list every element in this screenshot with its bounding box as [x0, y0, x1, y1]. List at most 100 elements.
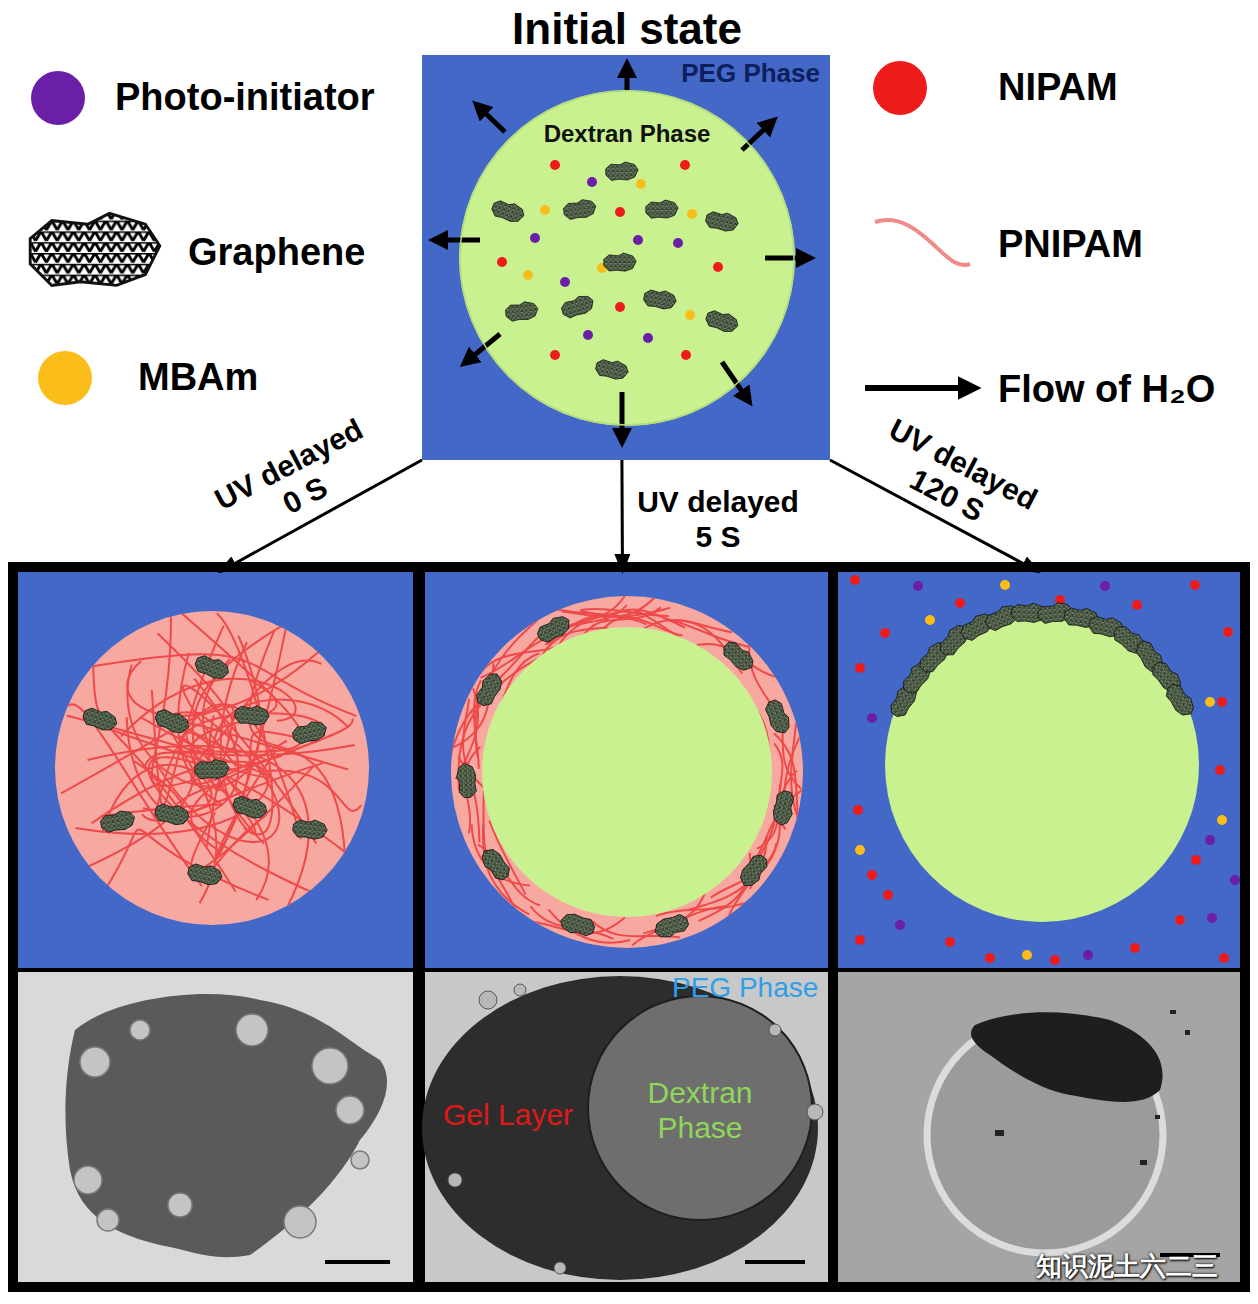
polymer-chain: [105, 829, 269, 899]
monomer-dot: [523, 270, 533, 280]
legend-label: Flow of H₂O: [998, 368, 1215, 412]
graphene-flake: [153, 706, 192, 737]
monomer-dots: [497, 160, 723, 360]
gel-layer-image: [422, 976, 818, 1280]
graphene-flake: [736, 852, 772, 891]
polymer-chain: [249, 631, 345, 857]
monomer-dot: [643, 333, 653, 343]
monomer-dot: [850, 575, 860, 585]
polymer-chain: [266, 770, 361, 811]
monomer-dot: [1205, 697, 1215, 707]
monomer-dot: [687, 209, 697, 219]
monomer-dot: [633, 235, 643, 245]
monomer-dot: [1050, 955, 1060, 965]
pnipam-network: [450, 596, 805, 946]
graphene-flake: [478, 845, 513, 884]
edge-label: UV delayed 0 S: [203, 409, 390, 551]
graphene-flake: [186, 861, 224, 888]
monomer-dot: [1217, 697, 1227, 707]
graphene-cluster-image: [971, 1012, 1163, 1102]
polymer-chain: [217, 613, 273, 834]
graphene-flake: [563, 198, 598, 220]
gel-bead: [55, 611, 369, 925]
monomer-dot: [853, 805, 863, 815]
graphene-flake: [472, 670, 506, 709]
monomer-dot: [1207, 913, 1217, 923]
legend-label: NIPAM: [998, 66, 1118, 110]
polymer-chain: [152, 626, 224, 806]
legend-label: PNIPAM: [998, 223, 1143, 267]
micrograph: [838, 972, 1240, 1282]
monomer-dot: [680, 160, 690, 170]
monomer-dot: [636, 179, 646, 189]
watermark: 知识泥土六二三: [1036, 1252, 1218, 1282]
panel-ground: [425, 572, 828, 968]
monomer-dot: [583, 330, 593, 340]
monomer-dot: [530, 233, 540, 243]
monomer-dot: [560, 277, 570, 287]
panel-frame: [8, 562, 1250, 1292]
monomer-dot: [713, 262, 723, 272]
monomer-dot: [880, 628, 890, 638]
graphene-flake: [606, 162, 639, 181]
monomer-dot: [1191, 855, 1201, 865]
polymer-chain: [580, 608, 670, 617]
graphene-flake: [604, 253, 637, 271]
monomer-dot: [867, 713, 877, 723]
gel-particle: [65, 994, 387, 1257]
monomer-dot: [1022, 950, 1032, 960]
monomer-dot: [615, 302, 625, 312]
peg-phase-box: Dextran PhasePEG Phase: [422, 55, 830, 460]
gel-shell: [451, 596, 803, 948]
graphene-flake: [291, 719, 329, 745]
title: Initial state: [512, 4, 742, 55]
monomer-dot: [955, 598, 965, 608]
monomer-dots: [850, 575, 1240, 965]
region-label: Dextran Phase: [635, 1076, 765, 1145]
monomer-dot: [895, 920, 905, 930]
monomer-dot: [1175, 915, 1185, 925]
graphene-flake: [704, 209, 740, 234]
legend-swatch: [873, 61, 927, 115]
monomer-dot: [1217, 815, 1227, 825]
monomer-dot: [913, 581, 923, 591]
legend-swatch: [31, 71, 85, 125]
graphene-flake: [490, 197, 527, 225]
monomer-dot: [945, 937, 955, 947]
graphene-flake: [292, 817, 328, 840]
legend-label: Photo-initiator: [115, 76, 375, 120]
scale-bar: [325, 1260, 390, 1264]
monomer-dot: [685, 310, 695, 320]
monomer-dot: [681, 350, 691, 360]
monomer-dot: [1083, 950, 1093, 960]
monomer-dot: [1130, 943, 1140, 953]
monomer-dot: [1190, 580, 1200, 590]
monomer-dot: [1132, 600, 1142, 610]
graphene-flake: [720, 638, 758, 675]
monomer-dot: [550, 160, 560, 170]
monomer-dot: [550, 350, 560, 360]
panel-ground: [18, 572, 413, 968]
monomer-dot: [855, 935, 865, 945]
result-panel: [838, 572, 1240, 1282]
monomer-dot: [615, 207, 625, 217]
graphene-flake: [558, 911, 596, 940]
monomer-dot: [497, 257, 507, 267]
graphene-flakes: [81, 162, 1198, 941]
result-panel: [425, 572, 828, 1282]
legend-swatch: [38, 351, 92, 405]
polymer-chain: [203, 659, 269, 900]
edge-label: UV delayed 120 S: [861, 409, 1048, 551]
monomer-dot: [867, 870, 877, 880]
graphene-flake: [1163, 681, 1198, 720]
monomer-dot: [985, 953, 995, 963]
dextran-droplet: [885, 608, 1199, 922]
peg-phase-ground: [422, 55, 830, 460]
edge-label: UV delayed 5 S: [631, 485, 806, 554]
graphene-flake: [763, 698, 793, 737]
dextran-circle: Dextran Phase: [459, 90, 795, 426]
graphene-flake: [153, 801, 191, 828]
polymer-chain: [121, 679, 296, 737]
